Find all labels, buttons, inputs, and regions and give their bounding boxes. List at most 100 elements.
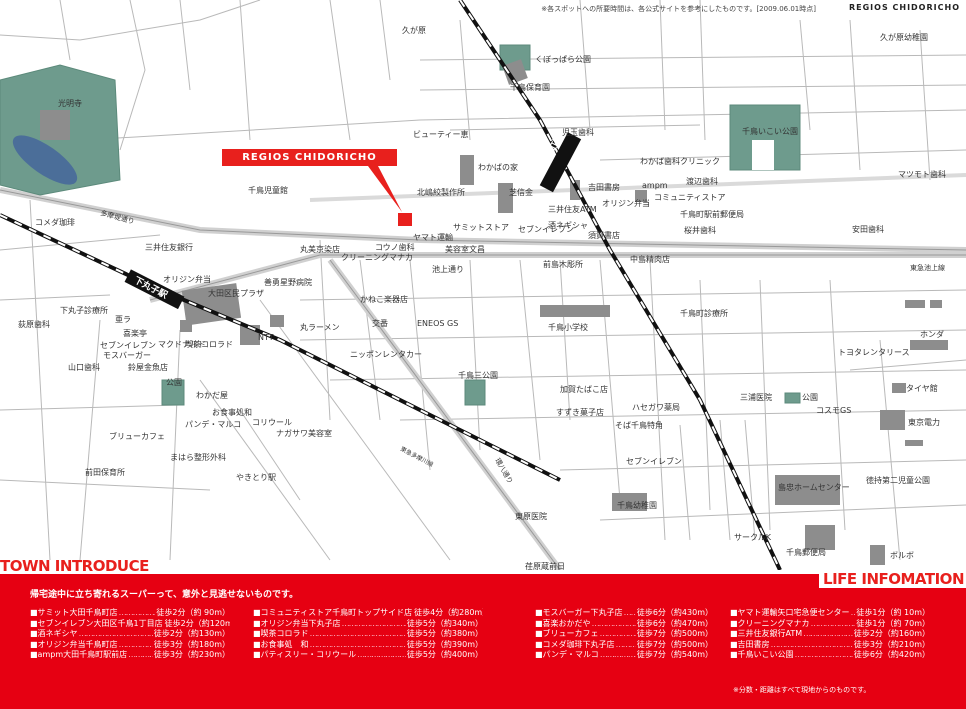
- place-label: コウノ歯科: [375, 242, 415, 252]
- place-label: コメダ珈琲: [35, 217, 75, 227]
- place-label: 千鳥児童館: [248, 185, 288, 195]
- place-label: 酒ネギシャ: [548, 221, 588, 230]
- place-label: かねこ楽器店: [360, 294, 408, 304]
- spot-time: 徒歩2分（約 90m）: [156, 608, 230, 617]
- header-note: ※各スポットへの所要時間は、各公式サイトを参考にしたものです。[2009.06.…: [541, 5, 816, 13]
- place-label: 徳持第二児童公園: [866, 475, 930, 485]
- spot-name: ■モスバーガー下丸子店: [535, 608, 623, 617]
- place-labels: 久が原 くぼっぱら公園 千鳥保育園 久が原幼稚園 光明寺 児玉歯科 わかば歯科ク…: [18, 25, 946, 570]
- place-label: 公園: [166, 378, 182, 387]
- place-label: 久が原幼稚園: [880, 32, 928, 42]
- park-open-space: [752, 140, 774, 170]
- info-row: ■モスバーガー下丸子店徒歩6分（約430m）: [535, 608, 713, 619]
- place-label: ampm: [642, 181, 668, 190]
- brand-logo: REGIOS CHIDORICHO: [848, 3, 960, 12]
- info-row: ■千鳥いこい公園徒歩6分（約420m）: [730, 650, 930, 661]
- place-label: 下丸子診療所: [60, 305, 108, 315]
- spot-time: 徒歩5分（約380m）: [406, 629, 483, 638]
- place-label: 児玉歯科: [562, 127, 594, 137]
- spot-name: ■オリジン弁当下丸子店: [253, 618, 341, 628]
- place-label: パンデ・マルコ: [185, 419, 241, 429]
- place-label: 安田歯科: [852, 224, 884, 234]
- place-label: 千鳥郵便局: [786, 547, 826, 557]
- info-column: ■ヤマト運輸矢口宅急便センター徒歩1分（約 10m） ■クリーニングマナカ徒歩1…: [730, 608, 930, 661]
- place-label: 吉田書房: [588, 182, 620, 192]
- place-label: 亜ラ: [115, 315, 131, 324]
- spot-time: 徒歩2分（約130m）: [153, 629, 230, 638]
- place-label: 久が原: [402, 25, 426, 35]
- info-column: ■コミュニティストア千鳥町トップサイド店徒歩4分（約280m） ■オリジン弁当下…: [253, 608, 483, 661]
- spot-name: ■喜楽おかだや: [535, 618, 591, 628]
- place-label: まはら整形外科: [170, 452, 226, 462]
- place-label: コスモGS: [816, 406, 851, 415]
- place-label: オリジン弁当: [602, 198, 650, 208]
- buildings: [40, 59, 948, 565]
- life-information-title: LIFE INFOMATION: [819, 570, 966, 588]
- place-label: サミットストア: [453, 223, 509, 232]
- info-row: ■オリジン弁当千鳥町店徒歩3分（約180m）: [30, 640, 230, 651]
- place-label: 荻原歯科: [18, 319, 50, 329]
- info-row: ■ampm大田千鳥町駅前店徒歩3分（約230m）: [30, 650, 230, 661]
- spot-name: ■コメダ珈琲下丸子店: [535, 639, 615, 649]
- place-label: そば千鳥特角: [615, 420, 663, 430]
- spot-time: 徒歩5分（約390m）: [406, 639, 483, 649]
- place-label: サークルK: [734, 533, 772, 542]
- spot-time: 徒歩4分（約280m）: [414, 608, 483, 617]
- info-column: ■サミット大田千鳥町店徒歩2分（約 90m） ■セブンイレブン大田区千鳥1丁目店…: [30, 608, 230, 661]
- place-label: 喫茶コロラド: [185, 339, 233, 349]
- place-label: コミュニティストア: [654, 193, 726, 202]
- spot-time: 徒歩3分（約210m）: [853, 639, 930, 649]
- info-row: ■喫茶コロラド 徒歩5分（約380m）: [253, 629, 483, 640]
- spot-time: 徒歩6分（約420m）: [853, 650, 930, 659]
- place-label: 丸ラーメン: [300, 322, 340, 332]
- place-label: セブンイレブン: [518, 224, 574, 234]
- spot-time: 徒歩2分（約160m）: [853, 629, 930, 638]
- spot-time: 徒歩7分（約500m）: [636, 639, 713, 649]
- place-label: NTT: [258, 333, 274, 342]
- spot-name: ■喫茶コロラド: [253, 629, 309, 638]
- spot-name: ■コミュニティストア千鳥町トップサイド店: [253, 608, 413, 617]
- place-label: 光明寺: [58, 98, 82, 108]
- place-label: 山口歯科: [68, 362, 100, 372]
- spot-name: ■ブリューカフェ: [535, 629, 599, 638]
- place-label: 北嶋絞製作所: [417, 187, 465, 197]
- place-label: トヨタレンタリース: [838, 348, 910, 357]
- property-marker: [398, 213, 412, 226]
- place-label: 三浦医院: [740, 392, 772, 402]
- place-label: ENEOS GS: [417, 319, 458, 328]
- info-row: ■ブリューカフェ 徒歩7分（約500m）: [535, 629, 713, 640]
- town-introduce-title: TOWN INTRODUCE: [0, 557, 149, 575]
- place-label: ボルボ: [890, 551, 914, 560]
- info-row: ■クリーニングマナカ徒歩1分（約 70m）: [730, 619, 930, 630]
- info-row: ■オリジン弁当下丸子店 徒歩5分（約340m）: [253, 619, 483, 630]
- property-pointer: [368, 166, 402, 212]
- place-label: 大田区民プラザ: [208, 288, 264, 298]
- place-label: 千鳥小学校: [548, 322, 588, 332]
- info-row: ■ヤマト運輸矢口宅急便センター徒歩1分（約 10m）: [730, 608, 930, 619]
- place-label: 千鳥いこい公園: [742, 126, 798, 136]
- railways: [0, 0, 782, 570]
- place-label: 島忠ホームセンター: [778, 482, 850, 492]
- spot-time: 徒歩7分（約500m）: [636, 629, 713, 638]
- place-label: セブンイレブン: [626, 456, 682, 466]
- place-label: 桜井歯科: [684, 225, 716, 235]
- place-label: 丸美京染店: [300, 244, 340, 254]
- spot-name: ■ampm大田千鳥町駅前店: [30, 650, 128, 659]
- place-label: 千鳥三公園: [458, 370, 498, 380]
- spot-name: ■ヤマト運輸矢口宅急便センター: [730, 608, 850, 617]
- place-label: 美容室文昌: [445, 244, 485, 254]
- place-label: 芝信金: [509, 187, 533, 197]
- place-label: 中島精肉店: [630, 254, 670, 264]
- info-row: ■お食事処 和徒歩5分（約390m）: [253, 640, 483, 651]
- place-label: 喜楽亭: [123, 328, 147, 338]
- street-network: [0, 0, 966, 561]
- pond: [12, 135, 78, 185]
- place-label: オリジン弁当: [163, 274, 211, 284]
- spot-time: 徒歩5分（約340m）: [406, 618, 483, 628]
- place-label: くぼっぱら公園: [535, 55, 591, 64]
- place-label: ニッポンレンタカー: [350, 350, 422, 359]
- place-label: お食事処和: [212, 407, 252, 417]
- spot-time: 徒歩6分（約470m）: [636, 618, 713, 628]
- spot-name: ■酒ネギシヤ: [30, 629, 78, 638]
